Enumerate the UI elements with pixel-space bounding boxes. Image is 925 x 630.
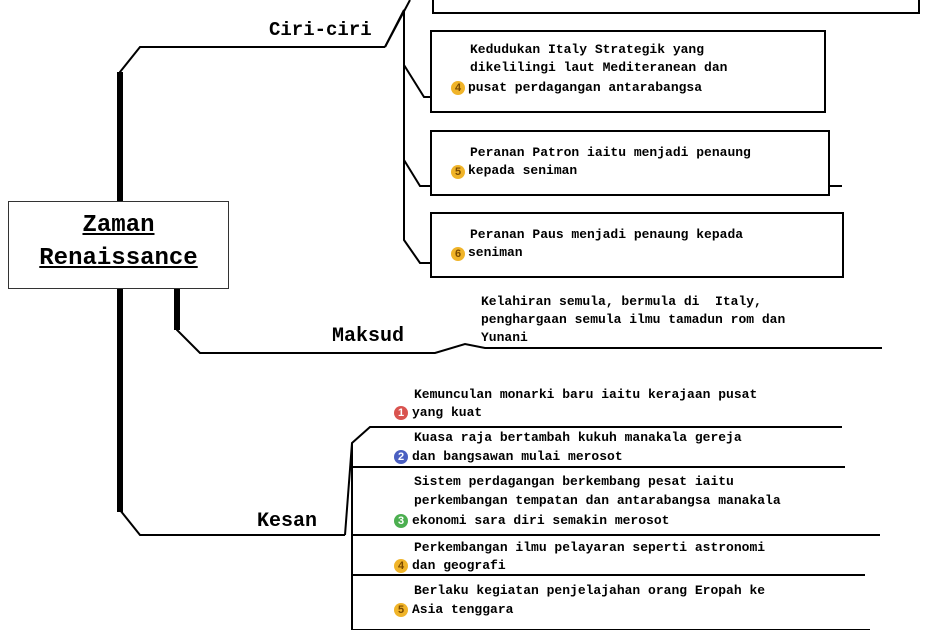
ciri-item-6-line1: Peranan Paus menjadi penaung kepada — [470, 227, 744, 242]
connector-ciri-ciri — [119, 46, 385, 201]
kesan-item-1-line1: Kemunculan monarki baru iaitu kerajaan p… — [414, 387, 758, 402]
kesan-item-1-line2: yang kuat — [412, 405, 483, 420]
ciri-item-top-box — [432, 0, 920, 14]
ciri-item-6-box — [430, 212, 844, 278]
ciri-item-4-line2: dikelilingi laut Mediteranean dan — [470, 60, 728, 75]
kesan-item-5-line1: Berlaku kegiatan penjelajahan orang Erop… — [414, 583, 766, 598]
kesan-item-2-line1: Kuasa raja bertambah kukuh manakala gere… — [414, 430, 742, 445]
kesan-item-5-line2: Asia tenggara — [412, 602, 514, 617]
kesan-item-4-number-icon: 4 — [394, 559, 408, 573]
ciri-item-4-line1: Kedudukan Italy Strategik yang — [470, 42, 705, 57]
kesan-item-3-line1: Sistem perdagangan berkembang pesat iait… — [414, 474, 734, 489]
branch-kesan: Kesan — [257, 510, 318, 533]
kesan-item-5-number-icon: 5 — [394, 603, 408, 617]
ciri-item-4-box — [430, 30, 826, 113]
central-title-line1: Zaman — [82, 212, 155, 239]
kesan-item-4-line1: Perkembangan ilmu pelayaran seperti astr… — [414, 540, 766, 555]
branch-maksud: Maksud — [332, 325, 405, 348]
connector-kesan-1 — [344, 426, 842, 536]
ciri-item-6-line2: seniman — [468, 245, 523, 260]
ciri-item-6-number-icon: 6 — [451, 247, 465, 261]
ciri-item-5-line2: kepada seniman — [468, 163, 578, 178]
connector-kesan-5 — [351, 575, 870, 630]
kesan-item-1-number-icon: 1 — [394, 406, 408, 420]
kesan-item-3-line2: perkembangan tempatan dan antarabangsa m… — [414, 493, 781, 508]
kesan-item-3-number-icon: 3 — [394, 514, 408, 528]
ciri-item-5-number-icon: 5 — [451, 165, 465, 179]
maksud-line2: penghargaan semula ilmu tamadun rom dan — [481, 312, 786, 327]
maksud-line1: Kelahiran semula, bermula di Italy, — [481, 294, 762, 309]
ciri-item-5-box — [430, 130, 830, 196]
branch-ciri-ciri: Ciri-ciri — [269, 19, 372, 41]
connector-kesan — [119, 287, 345, 536]
kesan-item-2-number-icon: 2 — [394, 450, 408, 464]
ciri-item-5-line1: Peranan Patron iaitu menjadi penaung — [470, 145, 751, 160]
central-title-line2: Renaissance — [39, 245, 198, 272]
central-topic: Zaman Renaissance — [8, 201, 229, 289]
maksud-line3: Yunani — [481, 330, 528, 345]
ciri-item-4-number-icon: 4 — [451, 81, 465, 95]
kesan-item-4-line2: dan geografi — [412, 558, 506, 573]
kesan-item-2-line2: dan bangsawan mulai merosot — [412, 449, 623, 464]
ciri-item-4-line3: pusat perdagangan antarabangsa — [468, 80, 703, 95]
kesan-item-3-line3: ekonomi sara diri semakin merosot — [412, 513, 670, 528]
